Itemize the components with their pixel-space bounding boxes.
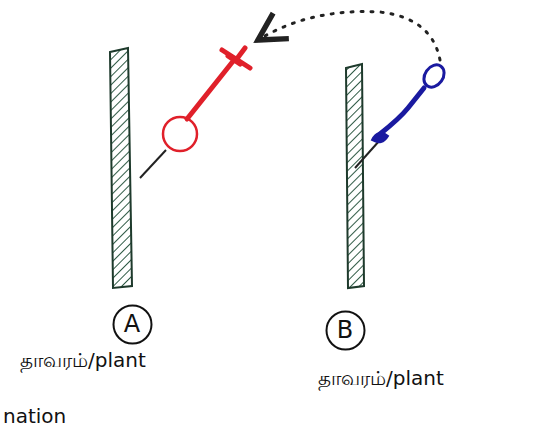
circled-letter: B xyxy=(325,310,366,351)
stem xyxy=(110,48,132,288)
plant-caption: தாவரம்/plant xyxy=(20,348,146,374)
plant-caption: தாவரம்/plant xyxy=(318,366,444,392)
plant-caption: nation xyxy=(3,404,66,428)
branch xyxy=(355,140,380,168)
plant-letter: A xyxy=(124,310,140,338)
ovary xyxy=(163,117,197,151)
style-stigma xyxy=(187,48,250,119)
plant-letter: B xyxy=(337,316,353,344)
circled-letter: A xyxy=(112,304,153,345)
branch xyxy=(140,150,166,178)
stem xyxy=(346,64,364,288)
pollen-transfer-arrow xyxy=(258,12,440,60)
anther xyxy=(420,61,449,91)
filament xyxy=(380,88,424,134)
